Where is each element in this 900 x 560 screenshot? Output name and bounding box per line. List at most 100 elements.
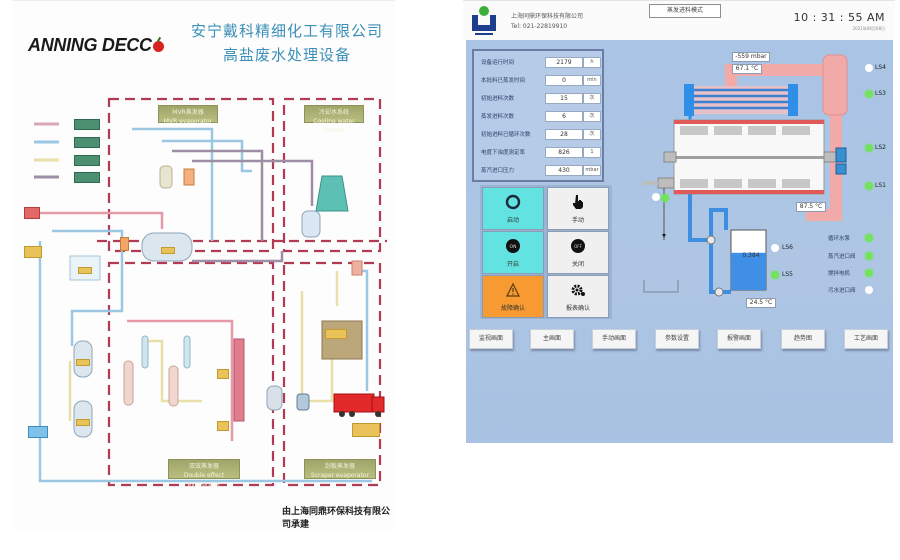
nav-button-manual[interactable]: 手动画面: [592, 329, 636, 349]
vapor-separator: [822, 54, 848, 116]
condenser-column: [233, 338, 245, 422]
condenser-tubes: [693, 88, 789, 110]
manual-button[interactable]: 手动: [547, 187, 609, 230]
pipe-scraper-feed: [300, 291, 334, 403]
status-label: 循环水泵: [828, 236, 851, 242]
poster-footer: 由上海同鼎环保科技有限公司承建: [282, 507, 391, 530]
truck-wheel: [375, 411, 381, 417]
level-sensor-lamp-ls4: [865, 64, 873, 72]
valve-icon: [706, 235, 716, 245]
equipment-tag: [76, 419, 90, 426]
pipe-condensate-2: [142, 339, 202, 403]
truck-body: [333, 393, 375, 413]
shaft-seal-right: [823, 151, 837, 163]
body-temp-readout: 87.5 °C: [796, 202, 826, 212]
nav-button-main[interactable]: 主画面: [530, 329, 574, 349]
report-confirm-button[interactable]: 报表确认: [547, 275, 609, 318]
param-label: 初始进料已循环次数: [481, 132, 531, 138]
param-label: 初始进料次数: [481, 96, 515, 102]
pipe-legend-lines: [34, 122, 59, 179]
pipe-feed: [32, 211, 164, 229]
pipe-cooling-1: [172, 149, 264, 241]
scraper-blades: [680, 126, 810, 188]
legend-swatch-water: [74, 137, 100, 148]
truck-cab: [371, 396, 385, 413]
truck-tag: [352, 423, 380, 437]
param-value[interactable]: 15: [545, 93, 583, 104]
heat-exchanger: [183, 168, 195, 186]
nav-button-monitor[interactable]: 监视画面: [469, 329, 513, 349]
level-sensor-label: LS2: [875, 144, 886, 151]
operation-mode-indicator: 蒸发进料模式: [649, 4, 721, 18]
status-label: 蒸汽进口阀: [828, 254, 856, 260]
clock: 10 : 31 : 55 AM 2021年06月08日: [794, 11, 885, 32]
zone-label-mvr: MVR蒸发器 MVR evaporator: [158, 105, 218, 125]
param-unit: min: [583, 75, 601, 86]
manual-button-label: 手动: [571, 217, 584, 224]
zone-label-en: Scraper evaporator: [310, 472, 370, 479]
param-value[interactable]: 6: [545, 111, 583, 122]
equipment-tag: [217, 421, 229, 431]
tank-level-readout: 0.384: [742, 252, 760, 259]
param-row: 初始进料次数 15 次: [481, 93, 601, 104]
param-value[interactable]: 28: [545, 129, 583, 140]
legend-swatch-condensate: [74, 155, 100, 166]
param-unit: h 57min: [583, 57, 601, 68]
scraper-condenser: [351, 260, 363, 276]
nav-button-process[interactable]: 工艺画面: [844, 329, 888, 349]
second-effect-separator: [183, 335, 191, 369]
hmi-main-panel: 设备运行时间 2179 h 57min 本批料已蒸发时间 0 min 初始进料次…: [466, 40, 893, 443]
discharge-arrow-icon: [662, 234, 666, 238]
close-button-label: 关闭: [571, 261, 584, 268]
open-button[interactable]: ON 开启: [482, 231, 544, 274]
water-pipe-return: [709, 240, 731, 294]
nav-button-alarms[interactable]: 报警画面: [717, 329, 761, 349]
param-row: 本批料已蒸发时间 0 min: [481, 75, 601, 86]
nav-button-parameters[interactable]: 参数设置: [655, 329, 699, 349]
equipment-tag: [78, 267, 92, 274]
tank-temp-readout: 24.5 °C: [746, 298, 776, 308]
zone-label-cn: 刮板蒸发器: [324, 463, 355, 470]
evaporator-process-graphic: [642, 54, 848, 297]
level-sensor-lamp-ls6: [771, 244, 779, 252]
fault-acknowledge-label: 故障确认: [500, 305, 525, 312]
param-value[interactable]: 826: [545, 147, 583, 158]
pipe-cooling-2: [192, 159, 314, 206]
param-value[interactable]: 0: [545, 75, 583, 86]
company-name: 上海同鼎环保科技有限公司: [511, 13, 584, 20]
equipment-tag: [217, 369, 229, 379]
nav-button-trends[interactable]: 趋势图: [781, 329, 825, 349]
level-sensor-label: LS4: [875, 64, 886, 71]
steam-inlet-valve: [657, 177, 675, 189]
second-effect-evaporator: [168, 365, 179, 407]
fault-acknowledge-button[interactable]: 故障确认: [482, 275, 544, 318]
cooling-tower: [315, 175, 349, 212]
zone-label-cn: 冷却水系统: [318, 109, 349, 116]
steam-valve-lamp: [661, 194, 669, 202]
cooling-water-tank: [301, 210, 321, 238]
start-button[interactable]: 启动: [482, 187, 544, 230]
zone-label-cn: 双效蒸发器: [188, 463, 219, 470]
param-value: 2179: [545, 57, 583, 68]
hand-pointer-icon: [573, 195, 583, 209]
discharge-bin: [643, 280, 679, 293]
truck-wheel: [349, 411, 355, 417]
open-button-label: 开启: [506, 261, 519, 268]
steam-inlet-valve-lamp: [865, 252, 873, 260]
level-sensor-label: LS5: [782, 271, 793, 278]
legend-swatch-cooling: [74, 172, 100, 183]
poster-title: 安宁戴科精细化工有限公司 高盐废水处理设备: [187, 19, 387, 67]
status-label: 搅拌电机: [828, 271, 851, 277]
pump-icon: [714, 287, 724, 297]
param-label: 蒸发进料次数: [481, 114, 515, 120]
off-button-icon: OFF: [571, 239, 585, 253]
equipment-tag: [76, 359, 90, 366]
power-ring-icon: [505, 194, 521, 210]
param-unit: mbar: [583, 165, 601, 176]
close-button[interactable]: OFF 关闭: [547, 231, 609, 274]
clock-date: 2021年06月08日: [852, 26, 885, 31]
param-unit: 次: [583, 111, 601, 122]
param-row: 蒸发进料次数 6 次: [481, 111, 601, 122]
on-button-icon: ON: [506, 239, 520, 253]
